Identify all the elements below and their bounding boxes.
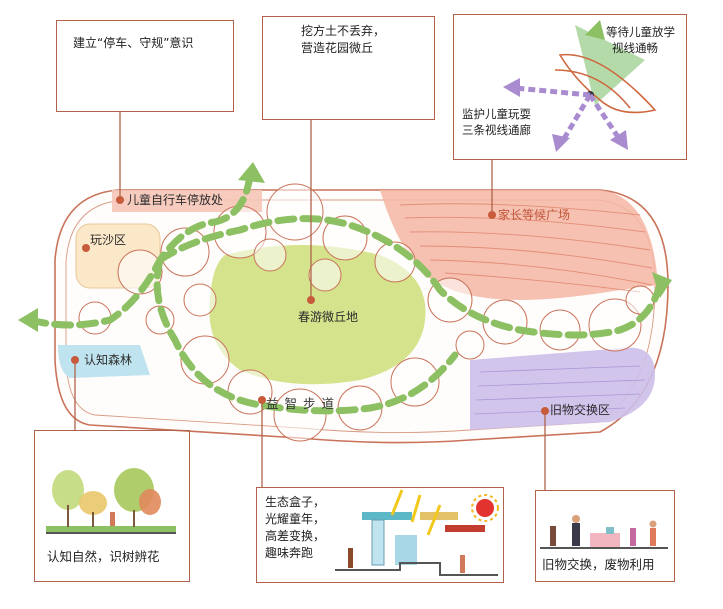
zone-exchange: 旧物交换区 (550, 403, 611, 417)
forest-dot (71, 356, 79, 364)
callout-parking: 建立“停车、守规”意识 (56, 20, 234, 112)
tree-canopy (455, 330, 485, 360)
bike-parking-area (112, 190, 262, 212)
sightline-illustration (503, 20, 657, 152)
tree-canopy (482, 299, 528, 345)
exchange-ribs (473, 365, 646, 415)
callout-ecobox-line3: 高差变换， (265, 529, 326, 543)
ecobox-illustration (335, 489, 499, 576)
callout-forest: 认知自然，识树辨花 (34, 430, 190, 582)
exchange-illustration (540, 515, 668, 549)
zone-parents-plaza: 家长等候广场 (498, 208, 571, 222)
tree-canopy (588, 298, 642, 352)
fun-path (26, 171, 664, 415)
exchange-area (470, 347, 655, 430)
plaza-dot (488, 211, 496, 219)
callout-hill: 挖方土不丢弃， 营造花园微丘 (262, 16, 435, 120)
tree-canopy (253, 238, 287, 272)
zone-forest: 认知森林 (84, 353, 133, 367)
callout-forest-text: 认知自然，识树辨花 (47, 549, 160, 564)
leader-lines (74, 112, 546, 490)
callout-hill-line1: 挖方土不丢弃， (301, 24, 386, 38)
callout-sightline-top1: 等待儿童放学 (606, 25, 675, 39)
exchange-dot (541, 407, 549, 415)
tree-canopy (266, 183, 324, 241)
hill-area (209, 245, 426, 385)
zone-path: 益智步道 (266, 396, 341, 411)
tree-canopy (390, 357, 440, 407)
path-arrow-right (652, 272, 672, 298)
callout-ecobox-line4: 趣味奔跑 (265, 546, 314, 560)
callout-ecobox: 生态盒子， 光耀童年， 高差变换， 趣味奔跑 (256, 487, 504, 583)
tree-canopy (308, 258, 342, 292)
callout-sightline-bottom1: 监护儿童玩耍 (462, 107, 531, 121)
path-dot (258, 396, 266, 404)
hill-dot (307, 296, 315, 304)
callout-exchange-text: 旧物交换，废物利用 (542, 557, 655, 572)
tree-canopy (117, 249, 163, 295)
path-arrow-top (238, 162, 265, 183)
callout-hill-line2: 营造花园微丘 (301, 41, 374, 55)
callout-sightline-bottom2: 三条视线通廊 (462, 123, 531, 137)
tree-canopy (273, 388, 327, 442)
callout-sightline-top2: 视线通畅 (612, 41, 658, 55)
tree-canopy (183, 283, 217, 317)
plaza-ribs (399, 203, 653, 293)
callout-exchange: 旧物交换，废物利用 (535, 490, 675, 582)
path-arrow-left (18, 308, 38, 332)
zone-bike-parking: 儿童自行车停放处 (127, 193, 224, 207)
forest-area (58, 345, 150, 378)
callout-ecobox-line2: 光耀童年， (265, 512, 326, 526)
zone-hill: 春游微丘地 (298, 310, 359, 324)
callout-ecobox-line1: 生态盒子， (265, 495, 326, 509)
zone-sandpit: 玩沙区 (90, 233, 127, 247)
bike-parking-dot (116, 196, 124, 204)
tree-canopy (539, 309, 581, 351)
callout-parking-text: 建立“停车、守规”意识 (73, 36, 194, 50)
forest-illustration (46, 468, 176, 534)
sandpit-dot (82, 244, 90, 252)
callout-sightline: 等待儿童放学 视线通畅 监护儿童玩耍 三条视线通廊 (453, 14, 687, 160)
